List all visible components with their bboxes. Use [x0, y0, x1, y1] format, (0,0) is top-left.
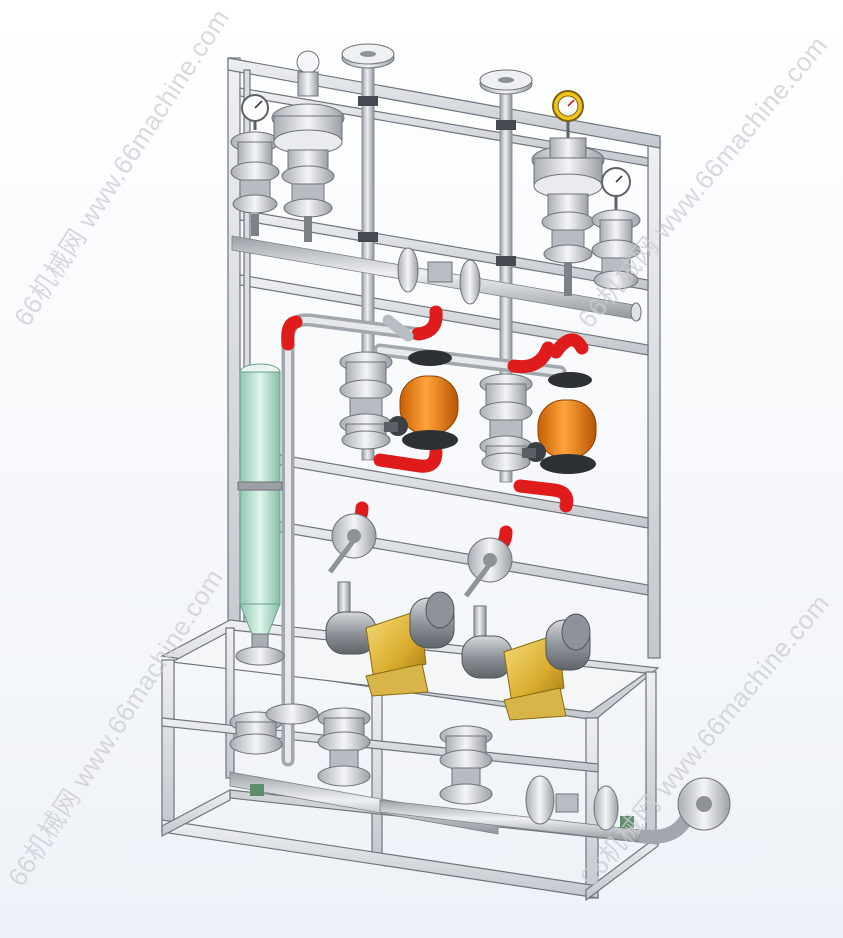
- watermark-top-left: 66机械网 www.66machine.com: [8, 4, 235, 332]
- lower-piping: [229, 703, 731, 844]
- red-elbow-pipe-loop: [281, 305, 589, 767]
- mint-filter-column: [235, 363, 285, 666]
- gear-pump-units: [325, 581, 591, 721]
- orange-accumulators: [384, 350, 597, 474]
- horizontal-manifold: [231, 235, 642, 322]
- mid-valve-stacks: [339, 351, 533, 472]
- top-right-valve-group: [531, 90, 641, 296]
- top-left-valve-group: [230, 50, 345, 242]
- watermark-bottom-right: 66机械网 www.66machine.com: [574, 588, 836, 892]
- flanged-sensor-ports: [328, 513, 513, 598]
